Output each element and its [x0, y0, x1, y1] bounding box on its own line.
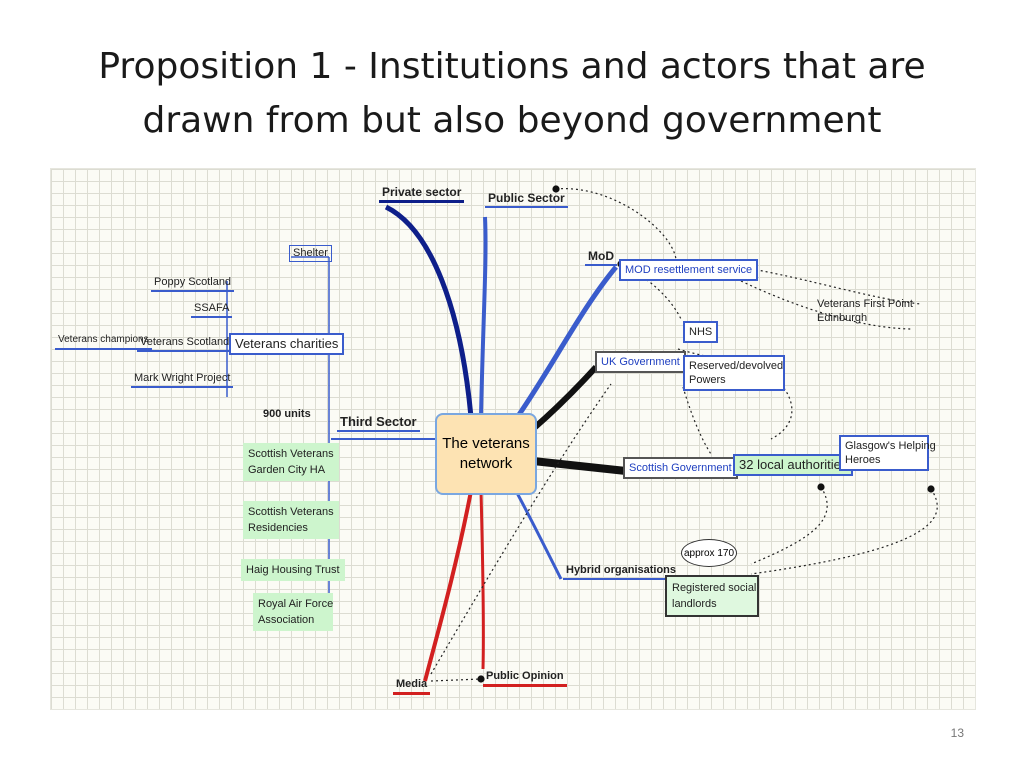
- raf-line-1: Royal Air Force: [258, 598, 334, 610]
- node-local-authorities[interactable]: 32 local authorities: [733, 454, 854, 476]
- rsl-line-1: Registered social: [672, 582, 757, 594]
- ghh-line-2: Heroes: [845, 454, 881, 466]
- node-hybrid-organisations[interactable]: Hybrid organisations: [563, 563, 680, 580]
- node-veterans-champions[interactable]: Veterans champions: [55, 333, 152, 350]
- node-veterans-first-point[interactable]: Veterans First Point Edinburgh: [817, 297, 913, 325]
- center-line-1: The veterans: [442, 435, 530, 452]
- node-poppy-scotland[interactable]: Poppy Scotland: [151, 275, 235, 292]
- slide-title: Proposition 1 - Institutions and actors …: [60, 40, 964, 148]
- link-scottish-government: [532, 457, 627, 475]
- node-glasgows-helping-heroes[interactable]: Glasgow's Helping Heroes: [839, 435, 936, 471]
- reserved-line-1: Reserved/devolved: [689, 360, 784, 372]
- vfp-line-1: Veterans First Point: [817, 298, 913, 310]
- svgc-line-1: Scottish Veterans: [248, 448, 334, 460]
- link-hybrid: [514, 490, 563, 580]
- svr-line-2: Residencies: [248, 522, 308, 534]
- node-haig-housing-trust[interactable]: Haig Housing Trust: [241, 559, 345, 581]
- node-shelter[interactable]: Shelter: [289, 245, 332, 262]
- svr-line-1: Scottish Veterans: [248, 506, 334, 518]
- rsl-line-2: landlords: [672, 598, 717, 610]
- node-mark-wright-project[interactable]: Mark Wright Project: [131, 371, 234, 388]
- callout-approx-170: approx 170: [681, 539, 737, 567]
- slide-title-line-2: drawn from but also beyond government: [142, 100, 882, 141]
- slide-number: 13: [950, 726, 964, 740]
- node-reserved-powers[interactable]: Reserved/devolved Powers: [683, 355, 785, 391]
- node-media[interactable]: Media: [393, 677, 431, 695]
- node-mod-resettlement[interactable]: MOD resettlement service: [619, 259, 759, 281]
- connection-lines: [135, 185, 938, 683]
- node-sv-residencies[interactable]: Scottish Veterans Residencies: [243, 501, 339, 539]
- node-svgc-ha[interactable]: Scottish Veterans Garden City HA: [243, 443, 339, 481]
- link-private-sector: [384, 204, 474, 418]
- svgc-line-2: Garden City HA: [248, 464, 326, 476]
- node-veterans-charities[interactable]: Veterans charities: [229, 333, 345, 355]
- link-uk-government: [531, 364, 599, 432]
- veterans-network-node[interactable]: The veterans network: [435, 413, 537, 495]
- node-public-opinion[interactable]: Public Opinion: [483, 669, 567, 687]
- node-third-sector[interactable]: Third Sector: [337, 415, 420, 432]
- vfp-line-2: Edinburgh: [817, 312, 868, 324]
- link-public-sector: [479, 216, 488, 418]
- mind-map: The veterans network Private sector Publ…: [50, 168, 976, 710]
- link-public-opinion: [479, 490, 485, 670]
- node-registered-social-landlords[interactable]: Registered social landlords: [665, 575, 759, 617]
- reserved-line-2: Powers: [689, 374, 726, 386]
- node-veterans-scotland[interactable]: Veterans Scotland: [137, 335, 233, 352]
- node-raf-association[interactable]: Royal Air Force Association: [253, 593, 333, 631]
- raf-line-2: Association: [258, 614, 315, 626]
- center-line-2: network: [459, 455, 513, 472]
- node-private-sector[interactable]: Private sector: [379, 185, 465, 203]
- node-ssafa[interactable]: SSAFA: [191, 301, 233, 318]
- node-mod[interactable]: MoD: [585, 249, 617, 266]
- node-uk-government[interactable]: UK Government: [595, 351, 686, 373]
- node-nhs[interactable]: NHS: [683, 321, 719, 343]
- slide-title-line-1: Proposition 1 - Institutions and actors …: [98, 46, 926, 87]
- ghh-line-1: Glasgow's Helping: [845, 440, 936, 452]
- link-media: [423, 490, 473, 682]
- node-scottish-government[interactable]: Scottish Government: [623, 457, 738, 479]
- node-public-sector[interactable]: Public Sector: [485, 191, 568, 208]
- label-900-units: 900 units: [263, 408, 311, 420]
- link-mod: [513, 265, 618, 421]
